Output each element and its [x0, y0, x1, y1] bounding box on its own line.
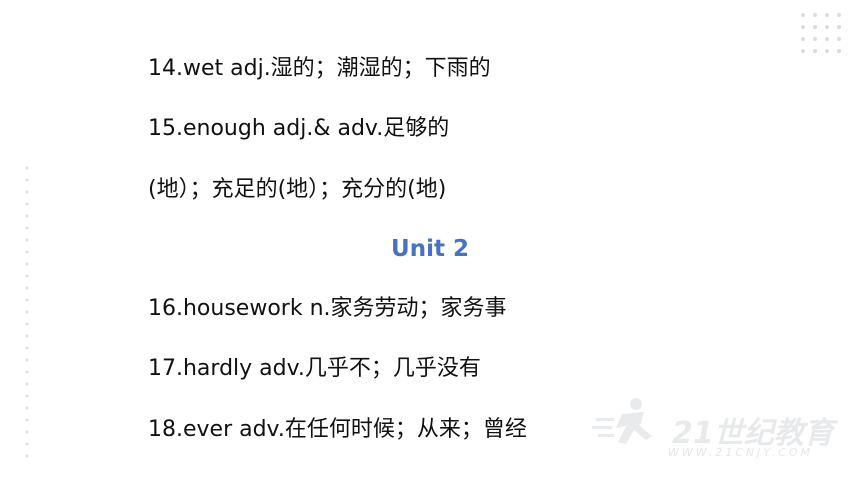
vocab-item-16: 16.housework n.家务劳动；家务事 — [148, 296, 507, 321]
vocab-item-18: 18.ever adv.在任何时候；从来；曾经 — [148, 417, 527, 442]
watermark-url: WWW.21CNJY.COM — [668, 446, 814, 459]
vocab-item-15: 15.enough adj.& adv.足够的 — [148, 116, 450, 141]
vocab-item-15-continued: (地）；充足的(地）；充分的(地) — [148, 177, 447, 202]
dotted-line-decoration-left — [25, 166, 29, 458]
unit-heading: Unit 2 — [391, 236, 469, 262]
dot-grid-decoration-top-right — [801, 13, 841, 53]
watermark-brand: 21世纪教育 — [672, 416, 834, 451]
runner-logo-icon — [592, 398, 652, 444]
vocab-item-14: 14.wet adj.湿的；潮湿的；下雨的 — [148, 56, 491, 81]
vocab-item-17: 17.hardly adv.几乎不；几乎没有 — [148, 356, 481, 381]
